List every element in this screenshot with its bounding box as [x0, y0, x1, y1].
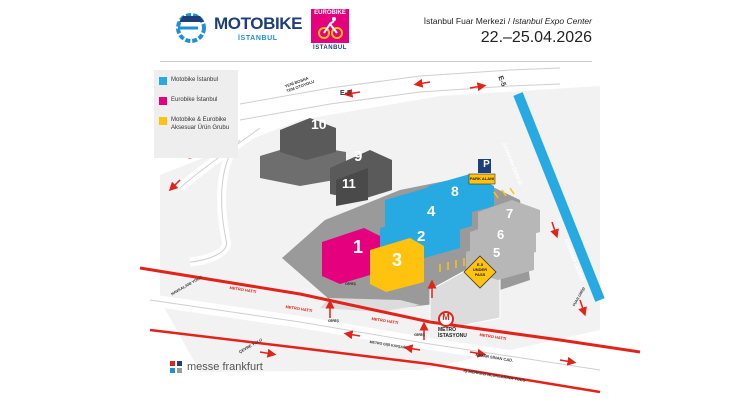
- hall-6-label: 6: [497, 227, 505, 242]
- legend-box: Motobike İstanbul Eurobike İstanbul Moto…: [154, 70, 238, 158]
- header-divider: [160, 61, 592, 62]
- eurobike-rider-icon: [318, 17, 343, 39]
- hall-2-label: 2: [417, 228, 426, 245]
- entrance-label-1: GİRİŞ: [345, 281, 356, 286]
- hall-7-label: 7: [506, 206, 514, 221]
- hall-9-label: 9: [354, 148, 363, 165]
- eurobike-logo: EUROBIKE İSTANBUL: [311, 9, 349, 53]
- parking-lot-front: [320, 298, 420, 312]
- venue-name: İstanbul Fuar Merkezi / Istanbul Expo Ce…: [402, 16, 592, 26]
- motobike-wheel-icon: [176, 13, 206, 43]
- parking-area-label: PARK ALANI: [469, 176, 495, 181]
- legend-swatch-cyan: [159, 77, 167, 85]
- legend-label-accessories: Motobike & Eurobike Aksesuar Ürün Grubu: [171, 117, 230, 131]
- legend-item-eurobike: Eurobike İstanbul: [159, 96, 237, 105]
- legend-label-eurobike: Eurobike İstanbul: [171, 97, 218, 103]
- underpass-sign: [463, 255, 497, 289]
- metro-station-line1: METRO: [438, 327, 457, 333]
- motobike-subtitle: İSTANBUL: [238, 35, 278, 42]
- hall-3[interactable]: [370, 238, 424, 292]
- hall-1-label: 1: [353, 237, 364, 257]
- parking-sign: [468, 159, 496, 185]
- e5-label-left: E-5: [340, 90, 351, 97]
- hall-5-label: 5: [493, 245, 501, 260]
- metro-station-line2: İSTASYONU: [438, 333, 467, 339]
- metro-line: [139, 266, 641, 354]
- ring-road: [149, 328, 601, 394]
- legend-item-accessories: Motobike & Eurobike Aksesuar Ürün Grubu: [159, 116, 237, 132]
- hall-10-label: 10: [311, 116, 327, 132]
- legend-swatch-magenta: [159, 97, 167, 105]
- hall-group-north: [260, 118, 392, 206]
- eurobike-badge: EUROBIKE: [311, 9, 349, 43]
- motobike-logo: MOTOBIKE İSTANBUL: [174, 10, 303, 50]
- metro-station-label: METRO İSTASYONU: [438, 327, 467, 339]
- hall-8-label: 8: [451, 183, 459, 199]
- venue-name-en: Istanbul Expo Center: [512, 16, 592, 26]
- event-dates: 22.–25.04.2026: [480, 29, 592, 46]
- hall-10[interactable]: [280, 118, 336, 160]
- underpass-label: E-5 UNDER PASS: [468, 262, 492, 277]
- underpass-line2: UNDER: [472, 267, 488, 272]
- legend-swatch-yellow: [159, 117, 167, 125]
- hall-1[interactable]: [322, 228, 380, 284]
- messe-frankfurt-text: messe frankfurt: [187, 361, 263, 373]
- venue-name-tr: İstanbul Fuar Merkezi /: [423, 16, 513, 26]
- metro-m-label: M: [442, 312, 450, 322]
- entrance-label-3: GİRİŞ: [414, 332, 425, 337]
- motobike-title: MOTOBIKE: [214, 14, 303, 33]
- hall-11[interactable]: [336, 168, 368, 206]
- underpass-line1: E-5: [476, 262, 484, 267]
- legend-label-motobike: Motobike İstanbul: [171, 77, 219, 83]
- underpass-line3: PASS: [474, 272, 486, 277]
- hall-4-label: 4: [427, 203, 436, 220]
- parking-p-label: P: [483, 159, 490, 170]
- ayamama-river: [513, 92, 605, 302]
- hall-3-label: 3: [392, 250, 403, 270]
- eurobike-subtitle: İSTANBUL: [313, 45, 347, 51]
- legend-item-motobike: Motobike İstanbul: [159, 76, 237, 85]
- eurobike-title: EUROBIKE: [314, 10, 346, 16]
- metro-sign: [438, 311, 454, 327]
- hall-11-label: 11: [342, 176, 356, 191]
- messe-frankfurt-icon: [170, 361, 182, 373]
- entrance-label-2: GİRİŞ: [328, 318, 339, 323]
- messe-frankfurt-logo: messe frankfurt: [170, 361, 263, 373]
- pedestrian-arrows: [439, 187, 515, 272]
